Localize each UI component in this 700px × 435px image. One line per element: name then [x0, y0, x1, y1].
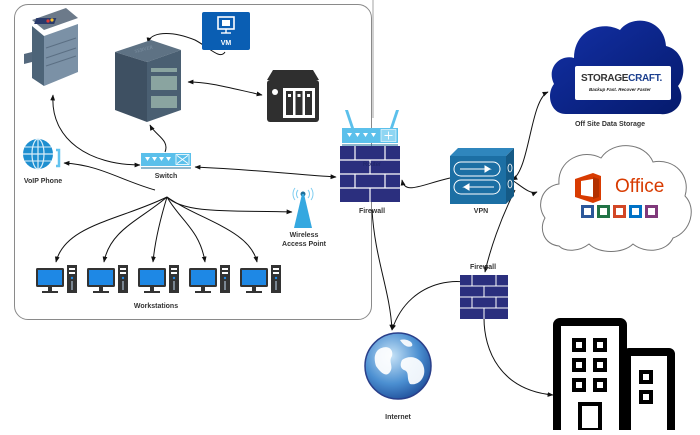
workstation-icon — [36, 265, 77, 293]
svg-text:SERVER: SERVER — [134, 45, 154, 55]
vpn-icon — [450, 148, 514, 204]
internet-node[interactable] — [364, 332, 436, 404]
server-icon: SERVER — [115, 40, 181, 122]
office-logo-icon — [575, 173, 601, 203]
cloud-icon — [550, 20, 684, 115]
edge-switch-voip — [63, 160, 156, 191]
router-firewall-node[interactable] — [340, 110, 404, 202]
edge-switch-ws2 — [102, 196, 168, 263]
edge-switch-ws3 — [151, 196, 168, 263]
voip-node[interactable] — [22, 138, 66, 172]
nas-node[interactable] — [267, 70, 319, 122]
vpn-label: VPN — [473, 208, 489, 215]
router-icon — [342, 110, 399, 146]
voip-phone-icon — [23, 138, 61, 170]
office365-node[interactable] — [537, 140, 693, 252]
firewall-remote-node[interactable] — [460, 275, 508, 319]
edge-switch-ws1 — [54, 196, 168, 263]
edge-firewall-internet — [371, 209, 395, 331]
switch-node[interactable] — [141, 153, 191, 169]
nas-storage-icon — [267, 70, 319, 122]
workstation-icon — [240, 265, 281, 293]
router-label: Router — [362, 162, 382, 168]
building-icon — [553, 318, 675, 435]
internet-label: Internet — [385, 414, 411, 421]
workstation-icon — [189, 265, 230, 293]
workstation-icon — [87, 265, 128, 293]
workstations-group — [36, 265, 288, 297]
server-node[interactable]: SERVER — [115, 40, 187, 122]
edge-switch-ws5 — [166, 196, 259, 263]
switch-icon — [141, 153, 191, 169]
edge-server-vm — [146, 33, 226, 56]
edge-vpn-offsite — [511, 91, 549, 181]
edge-switch-firewall — [194, 164, 337, 180]
storagecraft-tagline: Backup Fast. Recover Faster — [589, 87, 651, 92]
wap-label-line2: Access Point — [282, 241, 326, 248]
workstations-label: Workstations — [133, 303, 179, 310]
edge-server-nas — [187, 79, 263, 97]
firewall-icon — [460, 275, 508, 319]
edge-switch-server — [149, 124, 167, 153]
voip-label: VoIP Phone — [23, 178, 63, 185]
wap-node[interactable] — [287, 182, 319, 228]
wap-label-line1: Wireless — [289, 232, 319, 239]
firewall-main-label: Firewall — [358, 208, 386, 215]
offsite-storage-node[interactable] — [546, 10, 686, 116]
vpn-node[interactable] — [450, 148, 514, 204]
globe-icon — [364, 332, 432, 400]
firewall-icon — [340, 146, 400, 202]
storagecraft-brand: STORAGECRAFT. — [581, 73, 662, 84]
workstation-icon — [138, 265, 179, 293]
edge-vpn-office — [511, 179, 538, 197]
offsite-label: Off Site Data Storage — [574, 121, 646, 128]
firewall-remote-label: Firewall — [469, 264, 497, 271]
edge-vpn-firewall — [400, 177, 451, 189]
copier-icon — [24, 8, 78, 86]
edge-fw-remote-building — [483, 317, 554, 397]
storagecraft-logo: STORAGECRAFT. Backup Fast. Recover Faste… — [575, 66, 671, 100]
copier-node[interactable] — [22, 8, 84, 88]
edge-switch-copier — [50, 94, 141, 168]
edge-switch-wap — [166, 196, 293, 215]
workstations-icons — [36, 265, 281, 293]
office-apps-icons — [581, 205, 658, 218]
edge-switch-ws4 — [166, 196, 207, 263]
branch-office-node[interactable] — [553, 318, 675, 435]
virtual-machine-icon — [217, 16, 235, 34]
wireless-antenna-icon — [292, 187, 314, 228]
vm-label: VM — [220, 40, 232, 47]
office-brand: Office — [615, 176, 665, 197]
cloud-icon — [540, 145, 692, 252]
vm-node[interactable]: VM — [202, 12, 250, 50]
switch-label: Switch — [154, 173, 178, 180]
